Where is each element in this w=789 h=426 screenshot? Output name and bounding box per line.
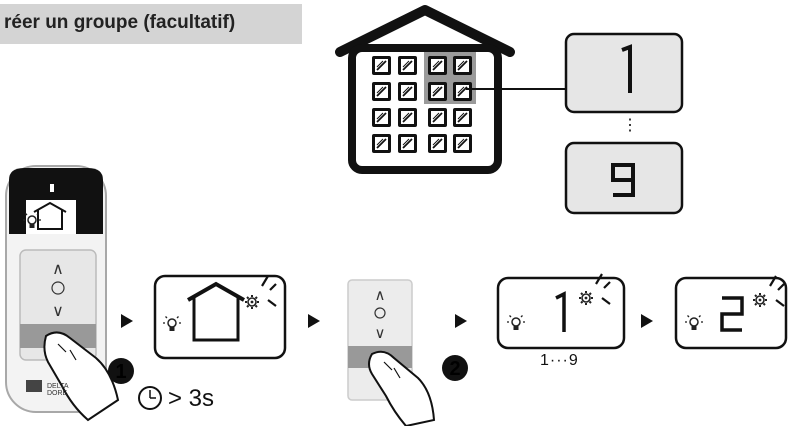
step-number-2: 2 <box>449 358 460 380</box>
arrow-right-icon <box>641 314 653 328</box>
group-display-top <box>564 32 684 114</box>
svg-text:∧: ∧ <box>375 287 386 304</box>
svg-text:∨: ∨ <box>52 303 64 320</box>
title-banner <box>0 4 302 44</box>
svg-text:∧: ∧ <box>52 261 64 278</box>
timer-icon <box>138 386 162 410</box>
remote-control: ∧ ∨ <box>5 165 107 413</box>
house-screen <box>153 274 287 360</box>
group-separator: ⋮ <box>622 117 638 134</box>
arrow-right-icon <box>121 314 133 328</box>
hand-icon <box>43 331 120 422</box>
hold-duration-label: > 3s <box>168 385 215 412</box>
group-range-label: 1···9 <box>540 352 579 369</box>
group-display-bottom <box>564 141 684 215</box>
arrow-right-icon <box>308 314 320 328</box>
group-1-screen <box>496 272 626 350</box>
arrow-right-icon <box>455 314 467 328</box>
group-2-screen <box>674 274 788 350</box>
svg-text:∨: ∨ <box>375 325 386 342</box>
page-title: réer un groupe (facultatif) <box>4 12 236 33</box>
step-badge-1 <box>108 358 134 384</box>
hand-icon <box>368 350 436 426</box>
step-number-1: 1 <box>115 361 126 383</box>
step-badge-2 <box>442 355 468 381</box>
